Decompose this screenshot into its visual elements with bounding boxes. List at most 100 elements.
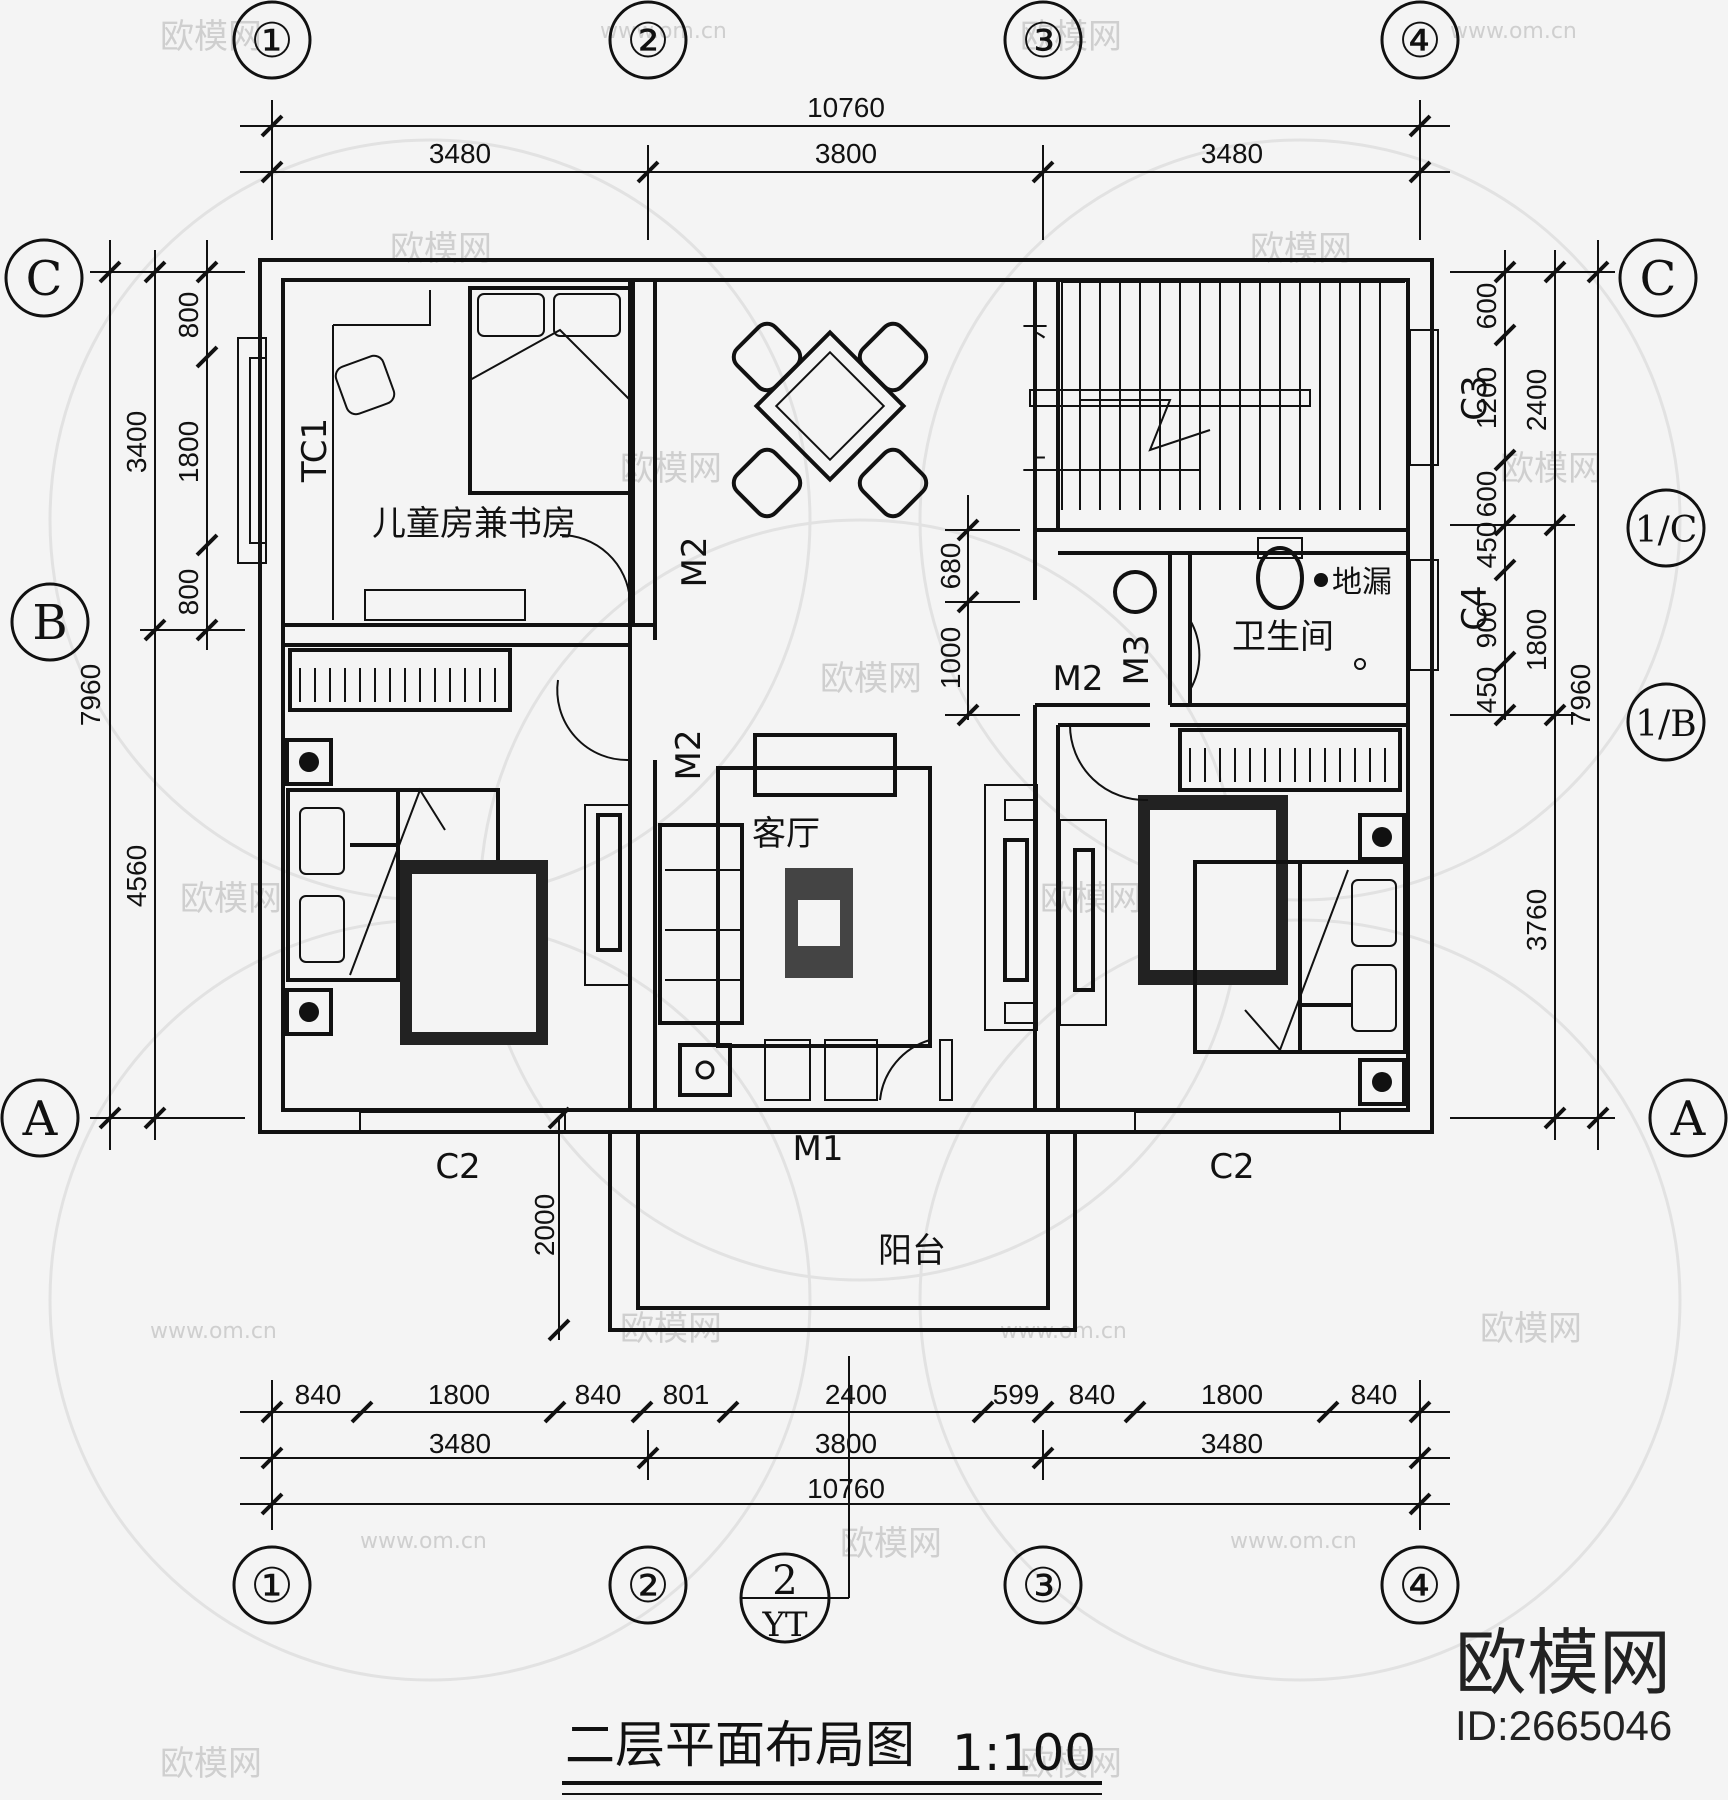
- window-c3-label: C3: [1455, 375, 1495, 420]
- title-scale: 1:100: [952, 1724, 1096, 1782]
- dim-left-total: 7960: [75, 664, 106, 726]
- stairs: 下 上: [1022, 281, 1405, 510]
- desk: [364, 589, 526, 621]
- dim-bottom-detail: 801: [663, 1379, 710, 1410]
- dim-bottom-bay: 3800: [815, 1428, 877, 1459]
- dim-bottom-detail: 840: [575, 1379, 622, 1410]
- axis-label-top: ③: [1021, 13, 1064, 69]
- dim-bottom-detail: 1800: [1201, 1379, 1263, 1410]
- axis-label-left: C: [26, 251, 63, 307]
- brand-name: 欧模网: [1455, 1621, 1671, 1705]
- dim-bottom-detail: 599: [993, 1379, 1040, 1410]
- dim-left-inner: 800: [173, 569, 204, 616]
- dim-bottom-detail: 840: [1069, 1379, 1116, 1410]
- window-c2-right-label: C2: [1209, 1147, 1254, 1187]
- floor-drain-label: 地漏: [1332, 565, 1392, 600]
- watermark-logo: 欧模网: [1500, 449, 1602, 489]
- dim-bottom-detail: 840: [295, 1379, 342, 1410]
- sofa: [658, 823, 744, 1025]
- axis-label-bottom: ②: [626, 1558, 669, 1614]
- watermark-logo: 欧模网: [840, 1524, 942, 1564]
- axis-label-right: 1/B: [1635, 704, 1697, 745]
- dim-center: 680: [935, 543, 966, 590]
- watermark-url: www.om.cn: [150, 1319, 277, 1344]
- watermark-logo: 欧模网: [180, 879, 282, 919]
- axis-label-top: ④: [1398, 13, 1441, 69]
- axis-label-bottom: ③: [1021, 1558, 1064, 1614]
- dining-table: [731, 321, 929, 519]
- kids-bed: [468, 286, 632, 495]
- detail-reference: YT: [761, 1605, 807, 1645]
- floor-drain-mark: [1314, 573, 1328, 587]
- watermark-logo: 欧模网: [1480, 1309, 1582, 1349]
- axis-label-left: B: [32, 595, 67, 651]
- dim-left-inner: 1800: [173, 421, 204, 483]
- dim-bottom-detail: 840: [1351, 1379, 1398, 1410]
- watermark-logo: 欧模网: [390, 229, 492, 269]
- room-label-living: 客厅: [752, 814, 820, 854]
- title-text: 二层平面布局图: [565, 1716, 915, 1774]
- watermark-logo: 欧模网: [1250, 229, 1352, 269]
- toilet: [1256, 546, 1304, 610]
- dim-bottom-total: 10760: [807, 1473, 885, 1504]
- window-tc1-label: TC1: [295, 418, 335, 483]
- dim-bottom-detail: 2400: [825, 1379, 887, 1410]
- dimension-lines: [90, 100, 1615, 1530]
- axis-label-bottom: ①: [250, 1558, 293, 1614]
- room-label-bathroom: 卫生间: [1232, 617, 1334, 657]
- door-m2-right-label: M2: [1053, 659, 1104, 699]
- axis-label-right: 1/C: [1635, 510, 1698, 551]
- dim-top-bay: 3480: [1201, 138, 1263, 169]
- dim-left-inner: 800: [173, 292, 204, 339]
- room-label-balcony: 阳台: [878, 1231, 946, 1271]
- watermark-logo: 欧模网: [820, 659, 922, 699]
- dim-top-bay: 3480: [429, 138, 491, 169]
- dim-right-inner: 900: [1471, 602, 1502, 649]
- axis-label-right: A: [1670, 1091, 1707, 1147]
- dim-right-inner: 450: [1471, 667, 1502, 714]
- axis-bubbles: ① ② ③ ④ ① ② ③ ④ C B A C 1/C 1/B A 2 YT: [0, 0, 1728, 1645]
- watermark-url: www.om.cn: [360, 1529, 487, 1554]
- axis-label-left: A: [22, 1091, 59, 1147]
- dim-top-bay: 3800: [815, 138, 877, 169]
- axis-label-top: ①: [250, 13, 293, 69]
- dim-balcony-depth: 2000: [529, 1194, 560, 1256]
- watermark-logo: 欧模网: [160, 1744, 262, 1784]
- window-c2-left-label: C2: [435, 1147, 480, 1187]
- dim-right-inner: 450: [1471, 522, 1502, 569]
- axis-label-right: C: [1640, 251, 1677, 307]
- dim-right-inner: 1800: [1521, 609, 1552, 671]
- door-m1-label: M1: [793, 1129, 844, 1169]
- dim-right-inner: 600: [1471, 471, 1502, 518]
- tick-marks: [98, 114, 1610, 1516]
- dim-left-mid: 3400: [121, 411, 152, 473]
- furniture: [285, 286, 1407, 1106]
- door-m2-hall-label: M2: [675, 537, 715, 588]
- dim-center: 1000: [935, 627, 966, 689]
- dim-right-total: 7960: [1565, 664, 1596, 726]
- drawing-title: 二层平面布局图 1:100: [562, 1716, 1102, 1795]
- watermark-url: www.om.cn: [1450, 19, 1577, 44]
- dim-right-inner: 600: [1471, 283, 1502, 330]
- window-c4-label: C4: [1455, 585, 1495, 630]
- windows: [237, 329, 1439, 1133]
- washbasin: [1113, 570, 1157, 614]
- dimension-texts: 10760 3480 3800 3480 840 1800 840 801 24…: [75, 92, 1596, 1504]
- watermark-logo: 欧模网: [160, 17, 262, 57]
- door-m3-label: M3: [1117, 635, 1157, 686]
- detail-number: 2: [772, 1558, 797, 1604]
- watermark-layer: 欧模网 欧模网 欧模网 欧模网 欧模网 欧模网 欧模网 欧模网 欧模网 欧模网 …: [48, 17, 1682, 1784]
- brand-block: 欧模网 ID:2665046: [1455, 1621, 1672, 1749]
- dim-top-total: 10760: [807, 92, 885, 123]
- room-label-kids-study: 儿童房兼书房: [372, 504, 576, 544]
- dim-bottom-detail: 1800: [428, 1379, 490, 1410]
- brand-id: ID:2665046: [1455, 1702, 1672, 1749]
- dim-right-mid: 3760: [1521, 889, 1552, 951]
- dim-bottom-bay: 3480: [1201, 1428, 1263, 1459]
- door-m2-bed-label: M2: [669, 730, 709, 781]
- dim-bottom-bay: 3480: [429, 1428, 491, 1459]
- dim-right-inner: 1200: [1471, 367, 1502, 429]
- armchair: [753, 733, 897, 797]
- room-labels: 儿童房兼书房 客厅 卫生间 阳台 地漏 TC1 C2 C2 C3 C4 M1 M…: [295, 375, 1495, 1271]
- stair-down-label: 下: [1022, 322, 1048, 352]
